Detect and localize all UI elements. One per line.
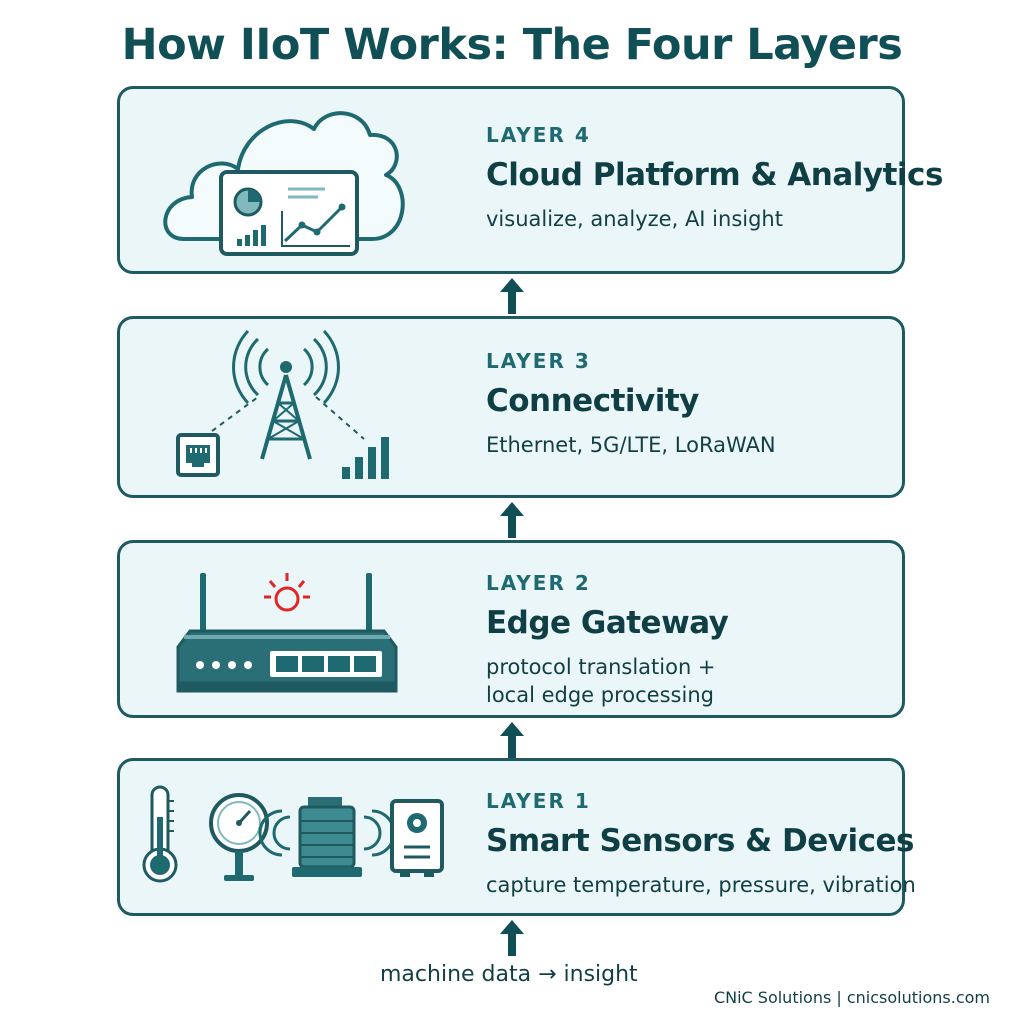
edge-gateway-illustration: [176, 573, 398, 693]
pressure-gauge-icon: [209, 793, 269, 881]
vibration-sensor-icon: [390, 799, 444, 877]
bar-chart-icon: [237, 225, 266, 246]
ethernet-port-icon: [176, 433, 220, 477]
arrow-up-icon: [500, 278, 524, 314]
layer-2-desc-line2: local edge processing: [486, 683, 714, 707]
layer-2-panel: LAYER 2 Edge Gateway protocol translatio…: [117, 540, 905, 718]
signal-bars-icon: [342, 437, 389, 479]
layer-4-desc: visualize, analyze, AI insight: [486, 207, 783, 231]
cell-tower-icon: [232, 329, 340, 460]
layer-4-panel: LAYER 4 Cloud Platform & Analytics visua…: [117, 86, 943, 274]
connectivity-illustration: [176, 329, 389, 479]
arrow-up-icon: [500, 920, 524, 956]
line-chart-icon: [281, 187, 350, 247]
layer-4-name: Cloud Platform & Analytics: [486, 157, 943, 193]
layer-3-panel: LAYER 3 Connectivity Ethernet, 5G/LTE, L…: [117, 316, 905, 498]
layer-2-name: Edge Gateway: [486, 605, 729, 641]
arrow-up-icon: [500, 502, 524, 538]
thermometer-icon: [142, 785, 178, 883]
router-icon: [176, 573, 398, 693]
layer-1-panel: LAYER 1 Smart Sensors & Devices capture …: [117, 758, 916, 916]
layer-3-tag: LAYER 3: [486, 349, 591, 373]
layer-3-name: Connectivity: [486, 383, 699, 419]
page-title: How IIoT Works: The Four Layers: [121, 20, 903, 70]
arrow-up-icon: [500, 722, 524, 758]
layer-1-name: Smart Sensors & Devices: [486, 823, 914, 859]
layer-1-desc: capture temperature, pressure, vibration: [486, 873, 916, 897]
sensors-illustration: [142, 785, 444, 883]
pie-chart-icon: [233, 187, 263, 217]
flow-label: machine data → insight: [380, 962, 638, 987]
layer-2-tag: LAYER 2: [486, 571, 591, 595]
layer-1-tag: LAYER 1: [486, 789, 591, 813]
layer-2-desc: protocol translation + local edge proces…: [486, 653, 728, 709]
brand-footer: CNiC Solutions | cnicsolutions.com: [713, 988, 990, 1007]
layer-2-desc-line1: protocol translation +: [486, 655, 716, 679]
layer-3-desc: Ethernet, 5G/LTE, LoRaWAN: [486, 433, 776, 457]
alert-light-icon: [264, 573, 310, 612]
motor-icon: [258, 797, 396, 877]
layer-4-tag: LAYER 4: [486, 123, 591, 147]
cloud-analytics-illustration: [163, 111, 405, 256]
